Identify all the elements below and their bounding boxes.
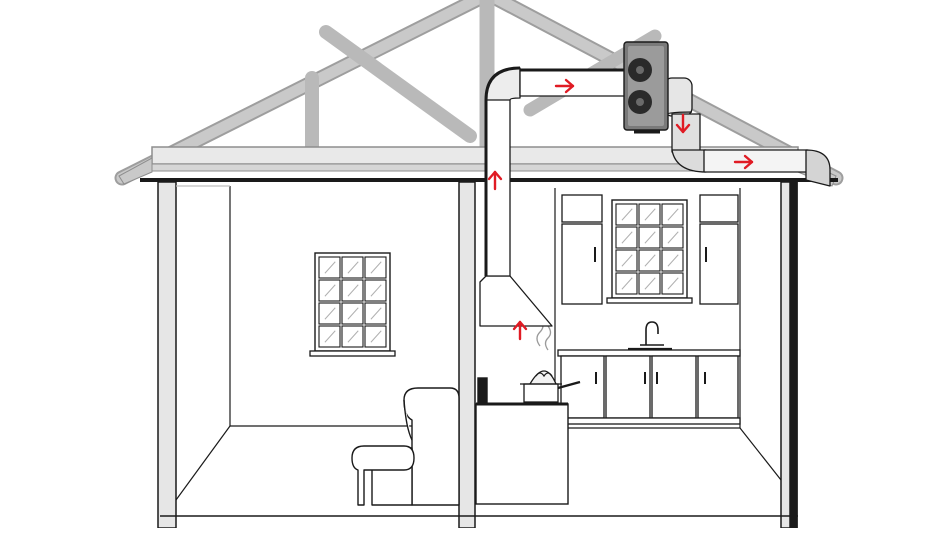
faucet-icon xyxy=(628,321,672,351)
airflow-arrow-up xyxy=(487,170,503,191)
base-cabinets xyxy=(557,349,741,425)
airflow-arrow-up xyxy=(512,320,528,341)
house-walls xyxy=(157,181,798,529)
stove xyxy=(475,377,569,505)
airflow-arrow-right xyxy=(554,78,575,94)
inline-fan-icon xyxy=(623,41,669,134)
airflow-arrow-right xyxy=(733,154,754,170)
upper-cabinets xyxy=(561,194,739,305)
armchair-icon xyxy=(351,387,460,506)
living-room-window xyxy=(309,252,396,357)
exhaust-duct xyxy=(479,66,831,327)
kitchen-window xyxy=(606,199,693,304)
steaming-pot-icon xyxy=(520,317,581,403)
airflow-arrow-down xyxy=(675,113,691,134)
range-hood-icon xyxy=(479,275,553,327)
airflow-arrows xyxy=(487,78,754,341)
